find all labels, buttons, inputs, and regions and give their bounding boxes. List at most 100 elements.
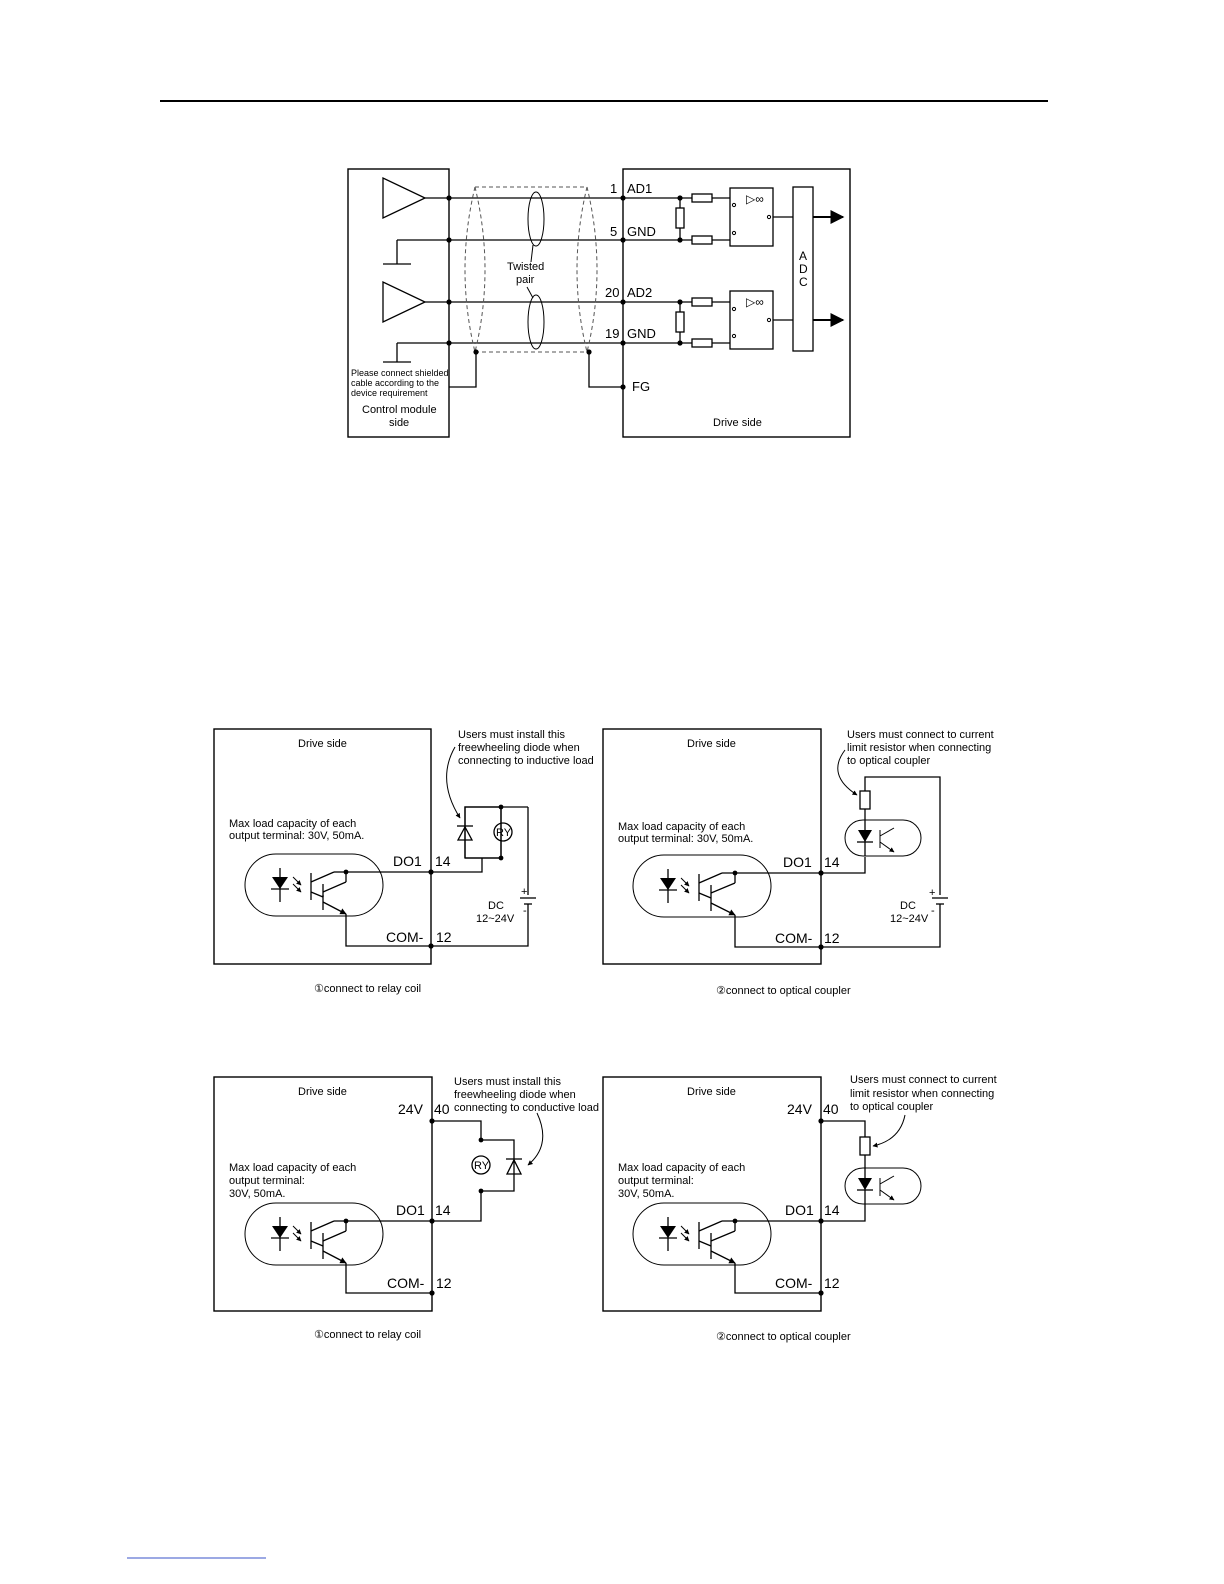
d4-v-label: 24V bbox=[787, 1101, 813, 1117]
d1-note-line-3: connecting to inductive load bbox=[458, 755, 594, 767]
adc-letter-a: A bbox=[799, 249, 807, 263]
d3-relay-coil-icon bbox=[471, 1155, 491, 1175]
d1-com-pin: 12 bbox=[436, 929, 452, 945]
d1-note-line-1: Users must install this bbox=[458, 729, 565, 741]
cable-shield-outline bbox=[464, 186, 598, 353]
output-diagram-opto-source: Drive side 24V 40 Max load capacity of e… bbox=[602, 1074, 997, 1343]
d3-led-icon bbox=[271, 1217, 302, 1251]
d2-minus-sign: - bbox=[931, 905, 935, 917]
d4-com-label: COM- bbox=[775, 1275, 813, 1291]
control-ground-2-icon bbox=[383, 342, 449, 363]
d1-capacity-line-1: Max load capacity of each bbox=[229, 818, 356, 830]
pin-20-name: AD2 bbox=[627, 285, 652, 300]
d1-com-label: COM- bbox=[386, 929, 424, 945]
d2-com-label: COM- bbox=[775, 930, 813, 946]
d3-capacity-line-1: Max load capacity of each bbox=[229, 1162, 356, 1174]
d2-note-pointer-arrow bbox=[837, 749, 858, 796]
d1-dc-range: 12~24V bbox=[476, 913, 515, 925]
d1-dc-source-icon bbox=[520, 897, 536, 905]
d3-note-pointer-arrow bbox=[527, 1112, 544, 1166]
analog-drive-side-label: Drive side bbox=[713, 417, 762, 429]
control-ground-1-icon bbox=[383, 239, 449, 265]
d4-caption: ②connect to optical coupler bbox=[716, 1331, 851, 1343]
d3-caption: ①connect to relay coil bbox=[314, 1329, 421, 1341]
d2-note-line-1: Users must connect to current bbox=[847, 729, 994, 741]
d2-com-pin: 12 bbox=[824, 930, 840, 946]
d3-note-line-1: Users must install this bbox=[454, 1076, 561, 1088]
d1-drive-side-label: Drive side bbox=[298, 738, 347, 750]
pin-20-number: 20 bbox=[605, 285, 619, 300]
d4-capacity-line-2: output terminal: bbox=[618, 1175, 694, 1187]
d1-plus-sign: + bbox=[521, 886, 527, 898]
d4-phototransistor-icon bbox=[698, 1218, 738, 1264]
shield-note-line-1: Please connect shielded bbox=[351, 368, 449, 378]
shield-note-line-2: cable according to the bbox=[351, 378, 439, 388]
d4-note-pointer-arrow bbox=[872, 1114, 906, 1148]
d3-v-pin: 40 bbox=[434, 1101, 450, 1117]
pin-1-number: 1 bbox=[610, 181, 617, 196]
shield-note-line-3: device requirement bbox=[351, 388, 428, 398]
d3-phototransistor-icon bbox=[310, 1218, 349, 1264]
control-module-label-2: side bbox=[389, 417, 409, 429]
d4-capacity-line-1: Max load capacity of each bbox=[618, 1162, 745, 1174]
d2-led-icon bbox=[659, 869, 690, 903]
d1-minus-sign: - bbox=[523, 905, 527, 917]
d1-optocoupler-capsule bbox=[244, 853, 384, 917]
d3-relay-label: RY bbox=[474, 1160, 490, 1172]
control-module-label-1: Control module bbox=[362, 404, 437, 416]
d3-com-label: COM- bbox=[387, 1275, 425, 1291]
d2-note-line-3: to optical coupler bbox=[847, 755, 930, 767]
channel-1-conditioning: ▷∞ bbox=[623, 187, 793, 247]
pin-5-name: GND bbox=[627, 224, 656, 239]
d3-capacity-line-2: output terminal: bbox=[229, 1175, 305, 1187]
d3-optocoupler-capsule bbox=[244, 1202, 384, 1266]
d4-com-pin: 12 bbox=[824, 1275, 840, 1291]
d2-note-line-2: limit resistor when connecting bbox=[847, 742, 991, 754]
d3-drive-side-label: Drive side bbox=[298, 1086, 347, 1098]
d2-external-optocoupler-capsule bbox=[844, 819, 922, 857]
d3-do-pin: 14 bbox=[435, 1202, 451, 1218]
d2-do-label: DO1 bbox=[783, 854, 812, 870]
d2-dc-label: DC bbox=[900, 900, 916, 912]
d1-do-label: DO1 bbox=[393, 853, 422, 869]
d2-optocoupler-capsule bbox=[632, 854, 772, 918]
d1-caption: ①connect to relay coil bbox=[314, 983, 421, 995]
opamp-1-symbol: ▷∞ bbox=[746, 192, 764, 206]
fg-label: FG bbox=[632, 379, 650, 394]
d4-limit-resistor-icon bbox=[859, 1136, 871, 1156]
pin-5-number: 5 bbox=[610, 224, 617, 239]
output-diagram-opto-sink: Drive side Max load capacity of each out… bbox=[602, 728, 994, 997]
d4-drive-side-label: Drive side bbox=[687, 1086, 736, 1098]
twisted-pair-label-1: Twisted bbox=[507, 261, 544, 273]
d1-do-pin: 14 bbox=[435, 853, 451, 869]
d3-freewheel-diode-icon bbox=[505, 1158, 523, 1175]
d4-led-icon bbox=[659, 1217, 690, 1251]
pin-19-number: 19 bbox=[605, 326, 619, 341]
d4-note-line-3: to optical coupler bbox=[850, 1101, 933, 1113]
d2-dc-range: 12~24V bbox=[890, 913, 929, 925]
d4-capacity-line-3: 30V, 50mA. bbox=[618, 1188, 674, 1200]
d3-capacity-line-3: 30V, 50mA. bbox=[229, 1188, 285, 1200]
d4-do-label: DO1 bbox=[785, 1202, 814, 1218]
d2-drive-side-label: Drive side bbox=[687, 738, 736, 750]
d2-phototransistor-icon bbox=[698, 870, 738, 916]
source-amplifier-1-icon bbox=[382, 176, 427, 220]
output-diagram-relay-source: Drive side 24V 40 Max load capacity of e… bbox=[213, 1076, 599, 1341]
twisted-pair-label-2: pair bbox=[516, 274, 535, 286]
d1-relay-label: RY bbox=[496, 827, 512, 839]
d4-do-pin: 14 bbox=[824, 1202, 840, 1218]
d4-optocoupler-capsule bbox=[632, 1202, 772, 1266]
adc-letter-d: D bbox=[799, 262, 808, 276]
d2-plus-sign: + bbox=[929, 887, 935, 899]
pin-19-name: GND bbox=[627, 326, 656, 341]
d3-do-label: DO1 bbox=[396, 1202, 425, 1218]
d1-freewheel-diode-icon bbox=[456, 825, 474, 841]
opamp-2-symbol: ▷∞ bbox=[746, 295, 764, 309]
twisted-pair-1-icon bbox=[527, 191, 545, 247]
d2-capacity-line-1: Max load capacity of each bbox=[618, 821, 745, 833]
d4-note-line-2: limit resistor when connecting bbox=[850, 1088, 994, 1100]
adc-letter-c: C bbox=[799, 275, 808, 289]
channel-2-conditioning: ▷∞ bbox=[623, 290, 793, 350]
d2-limit-resistor-icon bbox=[859, 790, 871, 810]
d1-dc-label: DC bbox=[488, 900, 504, 912]
